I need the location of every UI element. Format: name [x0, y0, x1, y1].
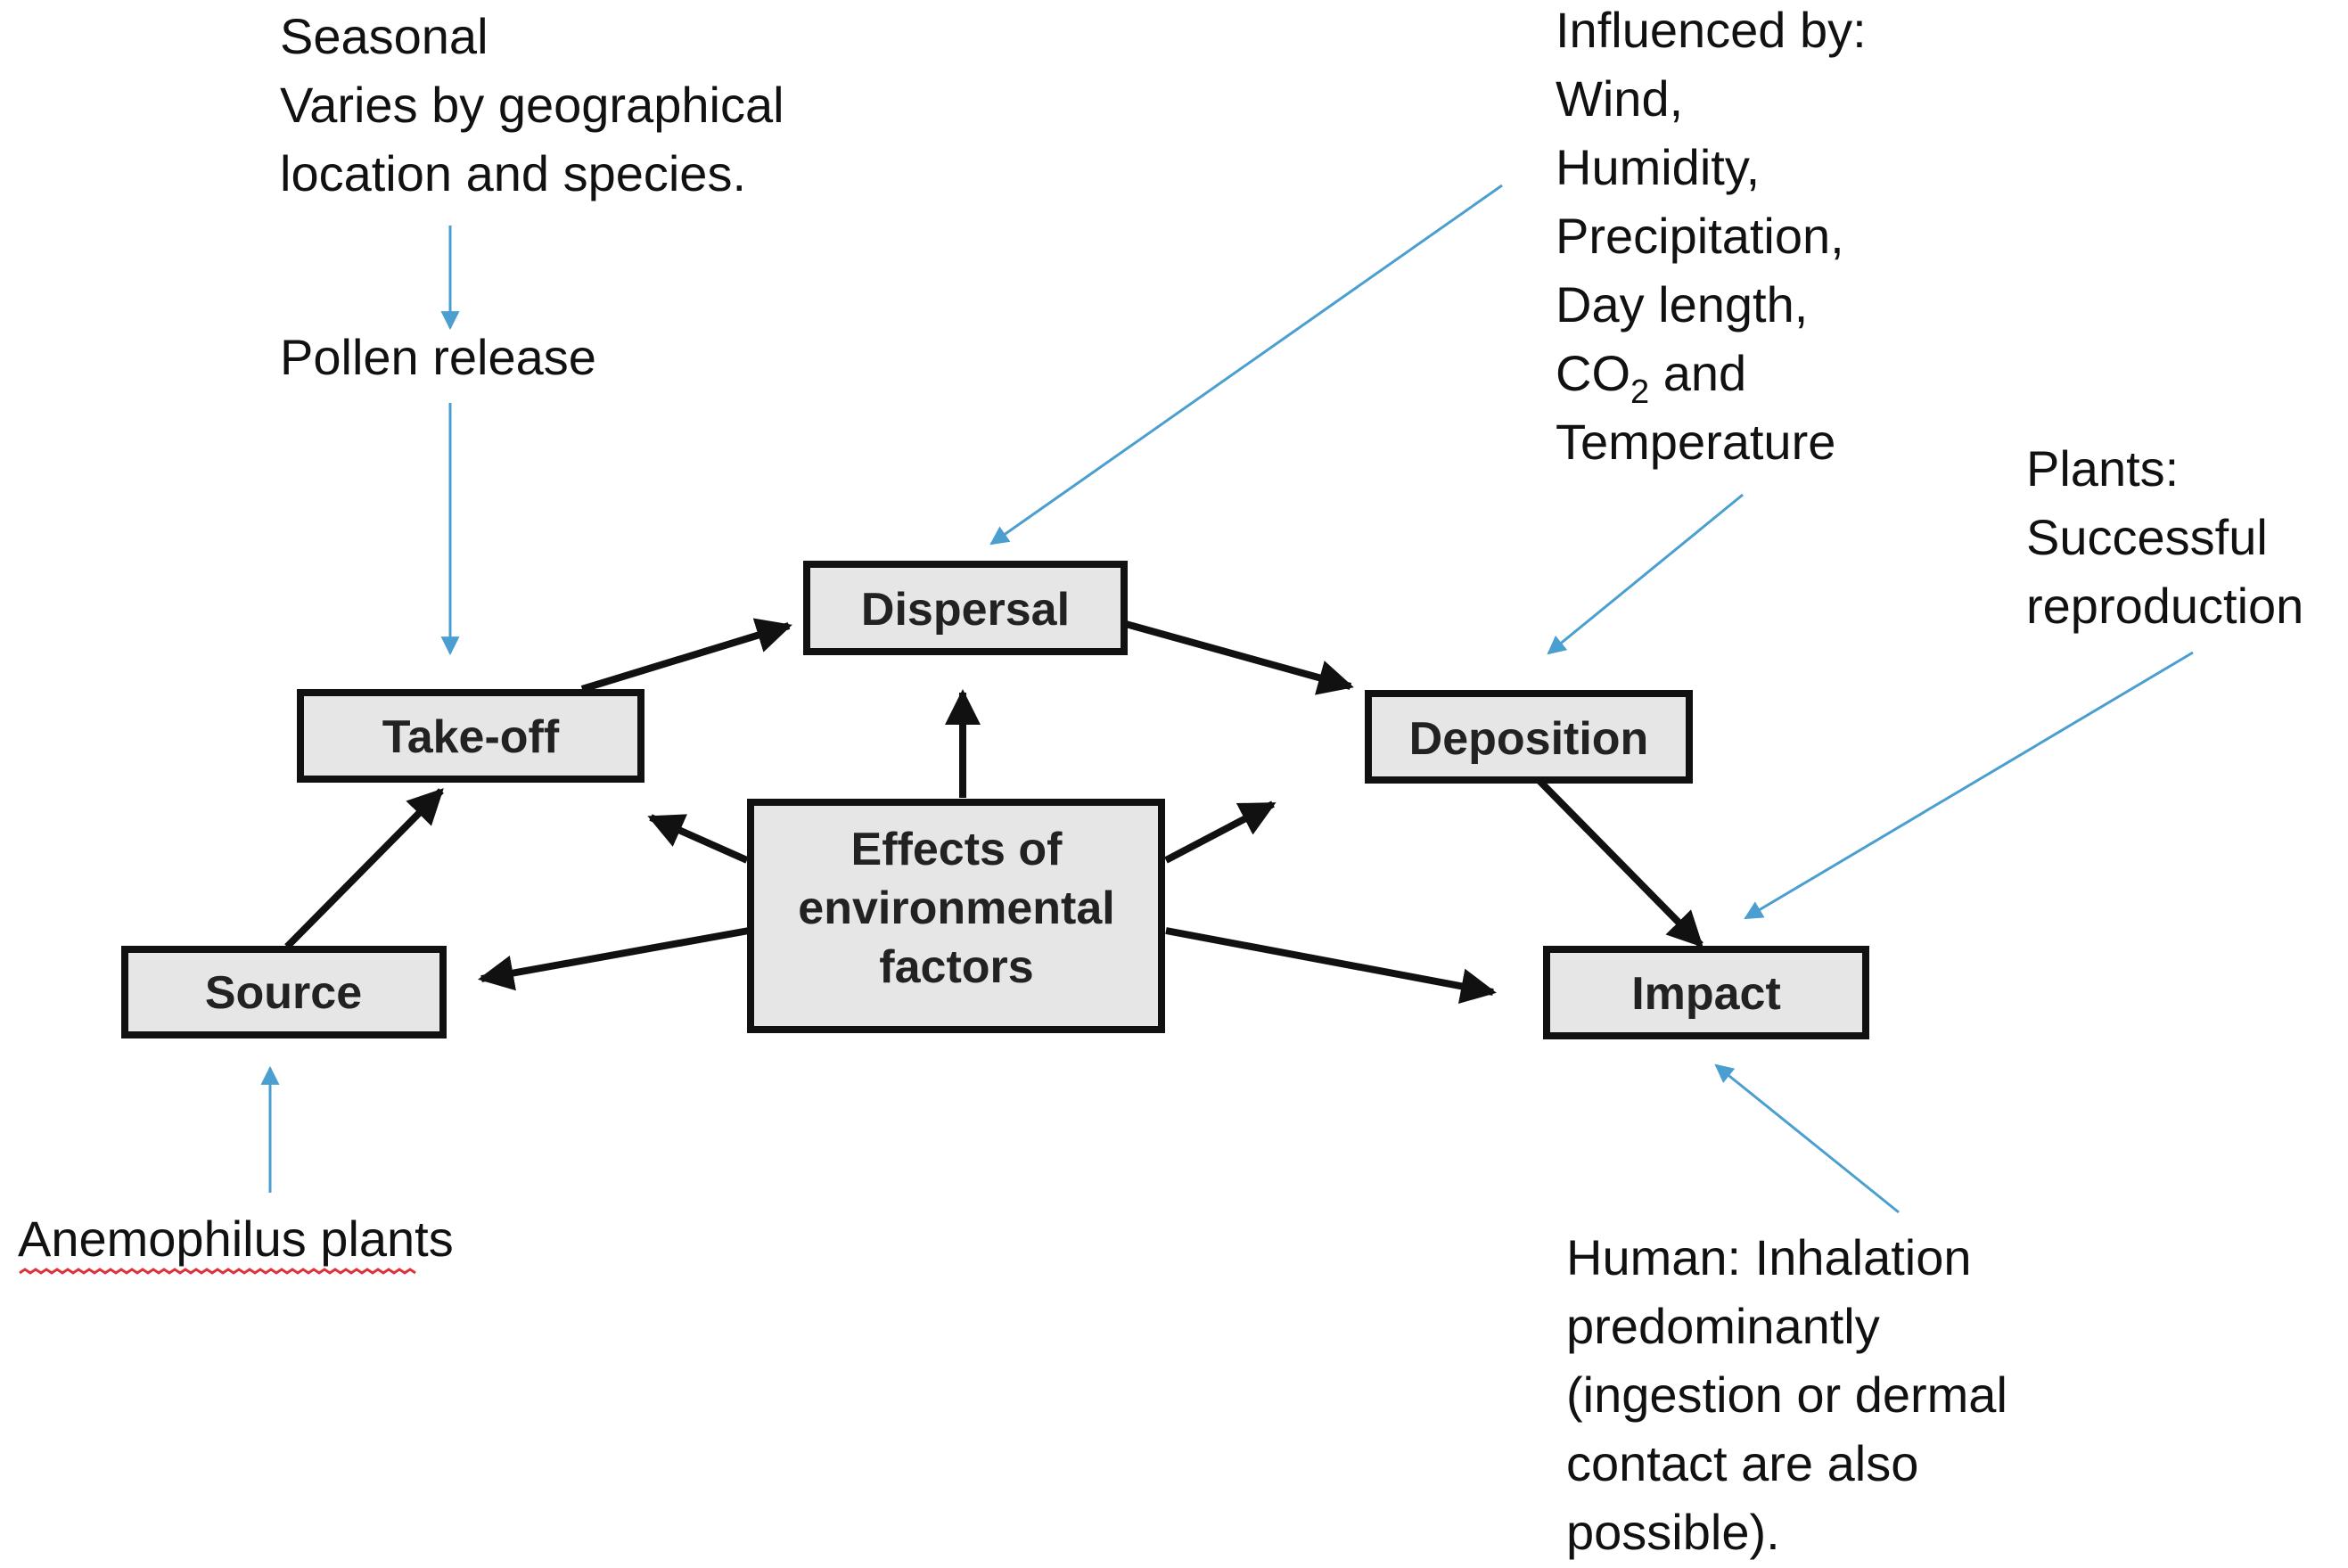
note-human-line-2: predominantly	[1566, 1298, 1880, 1354]
note-influenced-line-5: Day length,	[1556, 276, 1808, 332]
note-human-line-3: (ingestion or dermal	[1566, 1367, 2007, 1423]
note-seasonal-line-1: Seasonal	[280, 8, 488, 64]
box-impact: Impact	[1543, 946, 1869, 1039]
flow-arrows	[284, 618, 1704, 1005]
blue-arrow-influenced-to-dispersal	[989, 184, 1503, 546]
box-dispersal-label: Dispersal	[861, 584, 1070, 636]
note-seasonal-line-3: location and species.	[280, 145, 746, 201]
note-anemophilus-text: Anemophilus plants	[18, 1211, 454, 1267]
note-influenced-line-7: Temperature	[1556, 414, 1835, 470]
box-deposition-label: Deposition	[1409, 713, 1649, 765]
arrow-takeoff-to-dispersal	[580, 618, 792, 693]
arrow-deposition-to-impact	[1537, 778, 1704, 948]
arrow-effects-to-impact	[1165, 927, 1497, 1005]
box-effects: Effects of environmental factors	[747, 799, 1165, 1033]
box-source: Source	[121, 946, 447, 1038]
box-takeoff: Take-off	[297, 689, 644, 783]
note-human-line-5: possible).	[1566, 1504, 1780, 1560]
arrow-dispersal-to-deposition	[1124, 620, 1354, 695]
blue-arrow-influenced-to-deposition	[1547, 493, 1744, 655]
note-seasonal: Seasonal Varies by geographical location…	[280, 8, 784, 201]
note-human: Human: Inhalation predominantly (ingesti…	[1566, 1229, 2007, 1560]
arrow-effects-to-source	[478, 927, 750, 991]
note-plants-line-3: reproduction	[2026, 578, 2303, 634]
box-effects-line-1: Effects of	[851, 824, 1063, 875]
blue-arrow-human-to-impact	[1714, 1063, 1900, 1214]
box-effects-line-2: environmental	[798, 883, 1114, 934]
note-influenced-line-4: Precipitation,	[1556, 208, 1844, 264]
note-plants: Plants: Successful reproduction	[2026, 440, 2303, 634]
note-human-line-4: contact are also	[1566, 1435, 1918, 1491]
note-influenced-line-3: Humidity,	[1556, 139, 1760, 195]
note-seasonal-line-2: Varies by geographical	[280, 77, 784, 133]
arrow-effects-to-deposition	[1164, 800, 1277, 864]
box-source-label: Source	[205, 967, 362, 1019]
box-effects-line-3: factors	[879, 941, 1033, 993]
box-impact-label: Impact	[1631, 968, 1781, 1020]
spellcheck-underline	[19, 1268, 416, 1275]
note-influenced-line-2: Wind,	[1556, 70, 1683, 127]
note-plants-line-2: Successful	[2026, 509, 2268, 565]
box-takeoff-label: Take-off	[382, 711, 560, 763]
note-human-line-1: Human: Inhalation	[1566, 1229, 1972, 1285]
co2-subscript: 2	[1630, 374, 1649, 411]
annotation-arrows	[260, 184, 2194, 1214]
note-pollen-release: Pollen release	[280, 329, 596, 385]
note-plants-line-1: Plants:	[2026, 440, 2179, 497]
arrow-effects-to-takeoff	[647, 814, 749, 864]
box-deposition: Deposition	[1365, 690, 1693, 784]
co2-and: and	[1649, 345, 1746, 401]
note-influenced-line-1: Influenced by:	[1556, 2, 1867, 58]
note-influenced: Influenced by: Wind, Humidity, Precipita…	[1556, 2, 1867, 470]
blue-arrow-plants-to-impact	[1744, 651, 2194, 920]
note-anemophilus: Anemophilus plants	[18, 1211, 454, 1275]
co2-co: CO	[1556, 345, 1630, 401]
box-dispersal: Dispersal	[803, 561, 1128, 655]
arrow-source-to-takeoff	[284, 788, 444, 949]
note-influenced-line-6: CO2 and	[1556, 345, 1746, 411]
